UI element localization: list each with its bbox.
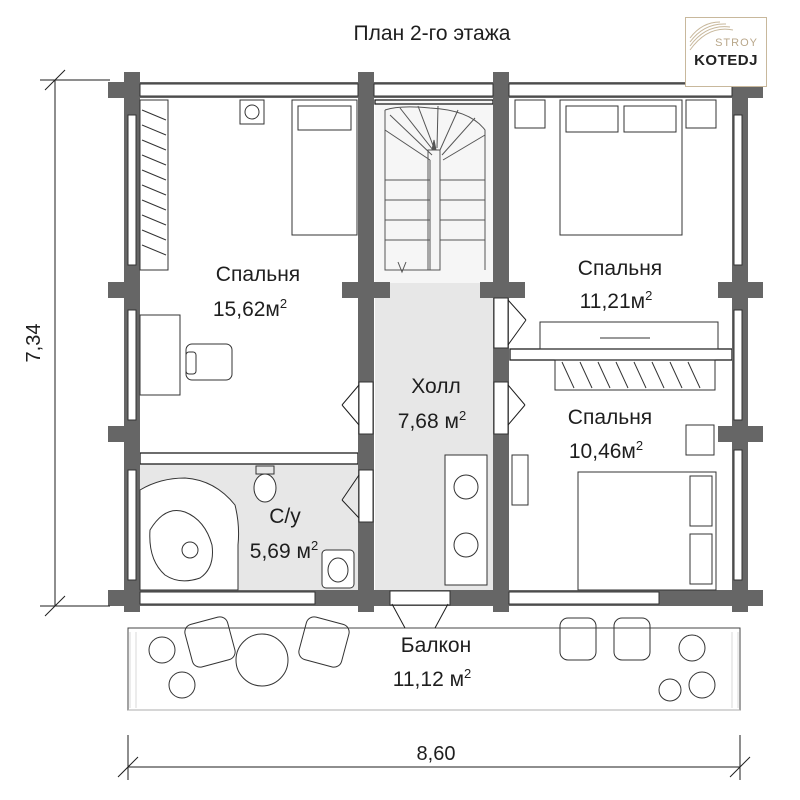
area-sup: 2 — [464, 666, 471, 681]
desk — [139, 314, 181, 396]
room-label-bedroom-right-top: Спальня 11,21м2 — [578, 257, 662, 313]
room-label-hall: Холл 7,68 м2 — [398, 375, 466, 433]
area-sup: 2 — [636, 438, 643, 453]
area-sup: 2 — [280, 296, 287, 311]
wall-openings — [127, 83, 743, 606]
room-name: Спальня — [216, 263, 300, 286]
room-area: 7,68 м2 — [398, 408, 466, 433]
area-sup: 2 — [459, 408, 466, 423]
tv — [511, 454, 529, 506]
area-value: 15,62м — [213, 298, 280, 321]
dimension-horizontal — [117, 735, 751, 780]
area-sup: 2 — [311, 538, 318, 553]
room-area: 15,62м2 — [213, 296, 287, 321]
corner-bath — [139, 477, 240, 591]
balcony-furniture — [148, 616, 716, 702]
staircase — [384, 105, 486, 274]
room-label-bedroom-left: Спальня 15,62м2 — [213, 263, 300, 321]
area-value: 11,12 м — [393, 668, 464, 691]
bed-single — [291, 99, 358, 236]
tv-stand — [539, 321, 719, 350]
double-bed — [559, 99, 683, 236]
chair — [185, 343, 233, 381]
plan-title: План 2-го этажа — [354, 22, 511, 45]
right-bottom-bedroom-furniture — [511, 359, 717, 591]
room-label-balcony: Балкон 11,12 м2 — [393, 634, 472, 691]
room-name: Спальня — [578, 257, 662, 280]
left-bedroom-furniture — [139, 99, 358, 396]
room-label-bedroom-right-bottom: Спальня 10,46м2 — [568, 406, 652, 463]
logo-line2: KOTEDJ — [694, 52, 758, 69]
wardrobe — [139, 99, 169, 271]
room-name: С/у — [269, 505, 301, 528]
area-value: 11,21м — [580, 290, 645, 313]
stair-floor — [375, 100, 493, 283]
room-name: Спальня — [568, 406, 652, 429]
floor-fills — [127, 100, 741, 711]
room-label-bathroom: С/у 5,69 м2 — [250, 505, 318, 563]
room-area: 11,21м2 — [580, 288, 653, 313]
dimension-height-label: 7,34 — [23, 324, 45, 363]
balcony-floor — [127, 627, 741, 711]
hall-decor — [444, 454, 488, 586]
brand-logo: STROY KOTEDJ — [685, 17, 767, 87]
area-value: 5,69 м — [250, 540, 311, 563]
area-sup: 2 — [645, 288, 652, 303]
bathroom-fixtures — [139, 465, 355, 591]
dimension-width-label: 8,60 — [417, 743, 456, 765]
room-area: 5,69 м2 — [250, 538, 318, 563]
area-value: 10,46м — [569, 440, 636, 463]
toilet — [253, 473, 277, 503]
room-name: Балкон — [401, 634, 471, 657]
sink — [321, 549, 355, 589]
logo-wave-icon — [689, 21, 734, 51]
room-name: Холл — [411, 375, 461, 398]
logo-line1: STROY — [715, 37, 758, 49]
door-swings — [341, 299, 527, 629]
wardrobe-2 — [554, 359, 716, 391]
bed-2 — [577, 471, 717, 591]
room-area: 10,46м2 — [569, 438, 643, 463]
room-area: 11,12 м2 — [393, 666, 472, 691]
area-value: 7,68 м — [398, 410, 459, 433]
right-top-bedroom-furniture — [514, 99, 719, 350]
balcony-boards — [128, 632, 740, 711]
dimension-vertical — [40, 69, 110, 617]
